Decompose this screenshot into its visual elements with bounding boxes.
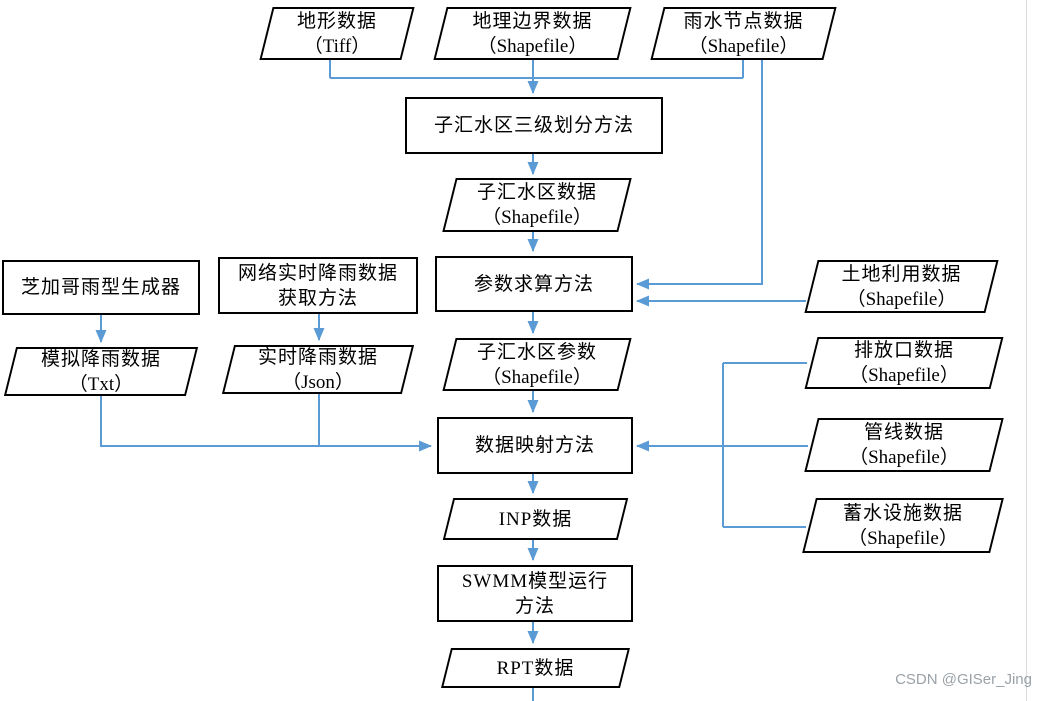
node-label: 地理边界数据 [472, 10, 593, 32]
node-sublabel: （Shapefile） [688, 35, 799, 57]
node-subcatchment-division-method: 子汇水区三级划分方法 [405, 97, 663, 154]
node-label: 子汇水区数据 [476, 182, 597, 203]
node-label: 数据映射方法 [474, 435, 595, 456]
node-sublabel: 方法 [514, 595, 555, 617]
node-label: 芝加哥雨型生成器 [20, 277, 181, 298]
node-label: 管线数据 [863, 422, 944, 443]
node-sublabel: （Shapefile） [482, 366, 592, 388]
node-rpt-data: RPT数据 [438, 648, 633, 688]
node-label: 模拟降雨数据 [40, 348, 161, 370]
watermark-text: CSDN @GISer_Jing [895, 671, 1032, 688]
node-label: 雨水节点数据 [683, 10, 804, 32]
node-label: 网络实时降雨数据 [237, 262, 398, 284]
node-subcatchment-data: 子汇水区数据 （Shapefile） [441, 178, 633, 232]
node-label: 地形数据 [296, 10, 377, 32]
node-label: SWMM模型运行 [461, 570, 609, 592]
node-boundary-data: 地理边界数据 （Shapefile） [432, 7, 633, 60]
node-sublabel: （Shapefile） [482, 207, 592, 228]
node-simulated-rain-data: 模拟降雨数据 （Txt） [2, 347, 200, 396]
node-inp-data: INP数据 [440, 498, 631, 540]
node-sublabel: （Json） [282, 371, 354, 393]
node-parameter-calc-method: 参数求算方法 [435, 256, 633, 312]
node-land-use-data: 土地利用数据 （Shapefile） [803, 260, 1000, 313]
node-label: 实时降雨数据 [257, 346, 378, 368]
node-label: 蓄水设施数据 [842, 502, 963, 524]
node-chicago-rain-generator: 芝加哥雨型生成器 [2, 260, 200, 315]
node-label: 排放口数据 [853, 340, 954, 361]
node-sublabel: （Shapefile） [846, 288, 957, 310]
node-swmm-run-method: SWMM模型运行方法 [437, 565, 633, 622]
node-pipeline-data: 管线数据 （Shapefile） [803, 418, 1005, 472]
node-web-realtime-rain-method: 网络实时降雨数据获取方法 [218, 257, 418, 314]
node-subcatchment-params: 子汇水区参数 （Shapefile） [441, 338, 633, 391]
node-sublabel: （Shapefile） [849, 365, 959, 386]
node-sublabel: （Tiff） [303, 35, 371, 57]
node-sublabel: （Shapefile） [477, 35, 588, 57]
node-label: INP数据 [498, 508, 573, 530]
node-sublabel: （Shapefile） [848, 527, 958, 549]
node-outfall-data: 排放口数据 （Shapefile） [803, 337, 1005, 389]
node-label: 子汇水区三级划分方法 [433, 115, 634, 136]
node-storage-facility-data: 蓄水设施数据 （Shapefile） [801, 498, 1005, 553]
edge-rainnode-to-paramcalc [636, 60, 763, 290]
page-edge-divider [1026, 0, 1027, 701]
node-label: RPT数据 [496, 657, 575, 679]
edge-simrain-to-mapping [100, 396, 432, 452]
node-sublabel: 获取方法 [277, 287, 358, 309]
node-rain-node-data: 雨水节点数据 （Shapefile） [649, 7, 838, 60]
node-sublabel: （Shapefile） [849, 447, 959, 468]
node-terrain-data: 地形数据 （Tiff） [258, 7, 416, 60]
node-label: 参数求算方法 [473, 273, 594, 295]
node-sublabel: （Txt） [68, 373, 134, 395]
node-realtime-rain-data: 实时降雨数据 （Json） [220, 345, 416, 394]
node-label: 土地利用数据 [841, 263, 962, 285]
node-data-mapping-method: 数据映射方法 [437, 417, 633, 474]
node-label: 子汇水区参数 [476, 341, 597, 363]
